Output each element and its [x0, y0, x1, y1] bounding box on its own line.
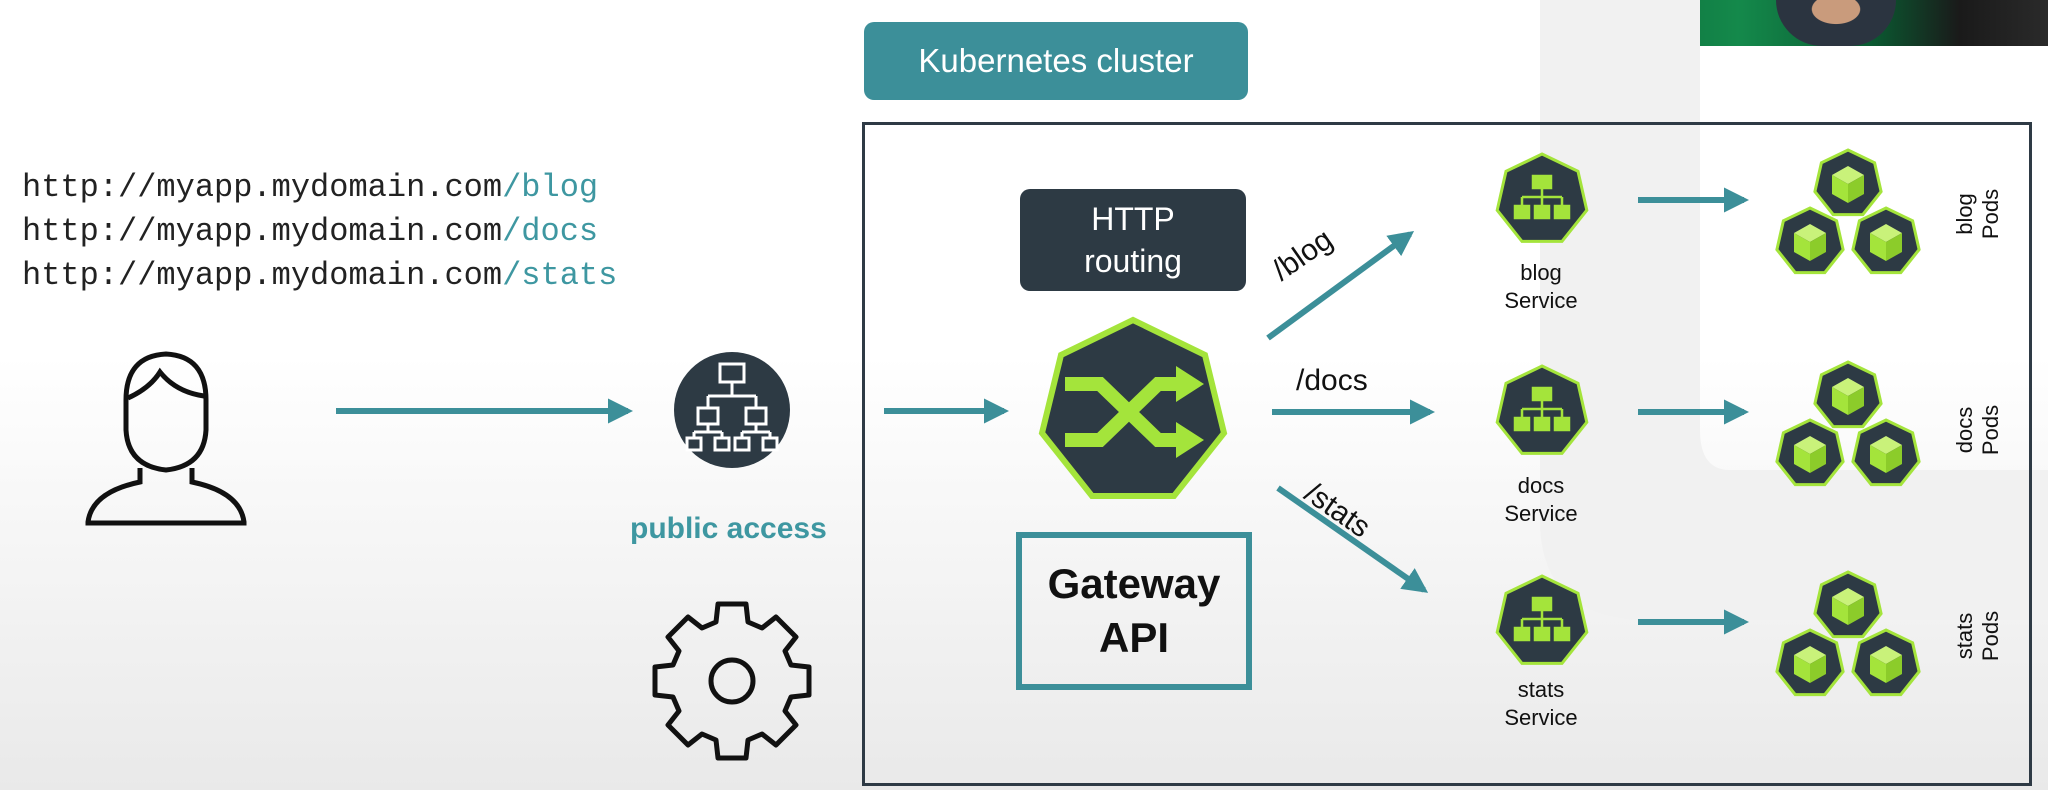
- load-balancer-icon: [674, 352, 790, 468]
- url-path: /stats: [502, 257, 618, 294]
- http-routing-box: HTTP routing: [1020, 189, 1246, 291]
- pod-cube-icon: [1851, 206, 1921, 275]
- pods-name: blog: [1952, 193, 1977, 235]
- url-base: http://myapp.mydomain.com: [22, 213, 503, 250]
- pod-cube-icon: [1775, 418, 1845, 487]
- public-access-label: public access: [630, 512, 827, 545]
- url-base: http://myapp.mydomain.com: [22, 257, 503, 294]
- service-icon-blog: [1495, 152, 1589, 243]
- gateway-api-line1: Gateway: [1047, 560, 1221, 607]
- pods-name: stats: [1952, 612, 1977, 660]
- http-routing-line2: routing: [1084, 243, 1182, 279]
- pod-cube-icon: [1851, 628, 1921, 697]
- pod-cube-icon: [1775, 628, 1845, 697]
- gateway-api-line2: API: [1098, 614, 1169, 661]
- service-word: Service: [1504, 705, 1578, 730]
- pods-label-docs: docs Pods: [1952, 380, 2004, 480]
- url-path: /docs: [502, 213, 599, 250]
- pod-cube-icon: [1813, 148, 1883, 217]
- pods-word: Pods: [1978, 610, 2003, 662]
- url-base: http://myapp.mydomain.com: [22, 169, 503, 206]
- service-icon-docs: [1495, 364, 1589, 455]
- pods-name: docs: [1952, 406, 1977, 454]
- service-word: Service: [1504, 501, 1578, 526]
- cluster-title: Kubernetes cluster: [864, 22, 1248, 100]
- route-label-docs: /docs: [1296, 364, 1368, 397]
- pod-cube-icon: [1813, 360, 1883, 429]
- service-name: stats: [1517, 677, 1565, 702]
- cluster-boundary: [862, 122, 2032, 786]
- gateway-shuffle-icon: [1038, 316, 1228, 499]
- pods-label-stats: stats Pods: [1952, 586, 2004, 686]
- service-label-stats: stats Service: [1481, 676, 1601, 732]
- pod-cube-icon: [1851, 418, 1921, 487]
- route-arrow-blog: [1266, 231, 1415, 341]
- url-list: http://myapp.mydomain.com/blog http://my…: [22, 166, 617, 298]
- service-label-blog: blog Service: [1481, 259, 1601, 315]
- http-routing-line1: HTTP: [1091, 201, 1175, 237]
- pods-group-blog: [1775, 148, 1921, 275]
- user-icon: [85, 351, 247, 526]
- url-line-blog: http://myapp.mydomain.com/blog: [22, 166, 617, 210]
- pods-group-stats: [1775, 570, 1921, 697]
- service-name: blog: [1520, 260, 1562, 285]
- pods-word: Pods: [1978, 188, 2003, 240]
- service-word: Service: [1504, 288, 1578, 313]
- pods-word: Pods: [1978, 404, 2003, 456]
- url-line-docs: http://myapp.mydomain.com/docs: [22, 210, 617, 254]
- pods-label-blog: blog Pods: [1952, 164, 2004, 264]
- route-arrow-stats: [1276, 485, 1429, 593]
- gateway-api-box: Gateway API: [1016, 532, 1252, 690]
- gear-icon: [652, 601, 812, 761]
- pod-cube-icon: [1775, 206, 1845, 275]
- service-label-docs: docs Service: [1481, 472, 1601, 528]
- service-icon-stats: [1495, 574, 1589, 665]
- url-path: /blog: [502, 169, 599, 206]
- pods-group-docs: [1775, 360, 1921, 487]
- service-name: docs: [1517, 473, 1565, 498]
- pod-cube-icon: [1813, 570, 1883, 639]
- url-line-stats: http://myapp.mydomain.com/stats: [22, 254, 617, 298]
